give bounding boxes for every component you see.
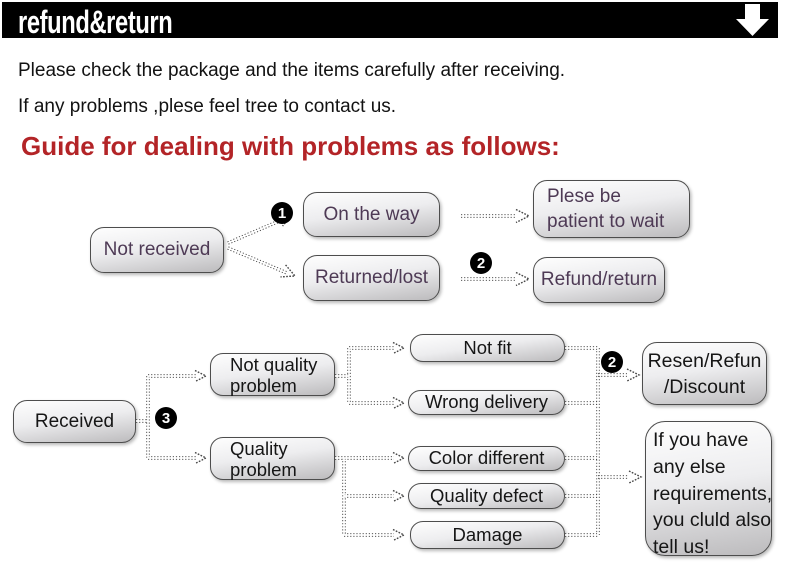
node-any-else-requirements: If you have any else requirements, you c… — [645, 421, 772, 558]
step-2-badge-top: 2 — [470, 252, 492, 274]
header-bar: refund&return — [2, 2, 778, 40]
node-please-be-patient: Plese be patient to wait — [533, 180, 690, 238]
intro-line-2: If any problems ,plese feel tree to cont… — [18, 96, 397, 117]
node-quality-defect: Quality defect — [408, 483, 565, 509]
node-refund-return: Refund/return — [533, 257, 665, 303]
node-on-the-way: On the way — [303, 192, 440, 237]
step-2-badge-bottom: 2 — [601, 351, 623, 373]
node-not-received: Not received — [90, 227, 224, 273]
page-title: refund&return — [18, 4, 173, 40]
guide-heading: Guide for dealing with problems as follo… — [21, 131, 560, 161]
node-damage: Damage — [410, 521, 565, 549]
node-quality-problem: Quality problem — [210, 437, 335, 480]
node-not-quality-problem: Not quality problem — [210, 353, 335, 396]
node-not-fit: Not fit — [410, 334, 565, 362]
step-1-badge: 1 — [271, 202, 293, 224]
node-resend-refund-discount: Resen/Refun /Discount — [642, 342, 767, 405]
intro-line-1: Please check the package and the items c… — [18, 60, 566, 81]
node-received: Received — [13, 400, 136, 443]
node-returned-lost: Returned/lost — [303, 255, 440, 301]
step-3-badge: 3 — [155, 407, 177, 429]
node-color-different: Color different — [408, 446, 565, 471]
node-wrong-delivery: Wrong delivery — [408, 390, 565, 415]
